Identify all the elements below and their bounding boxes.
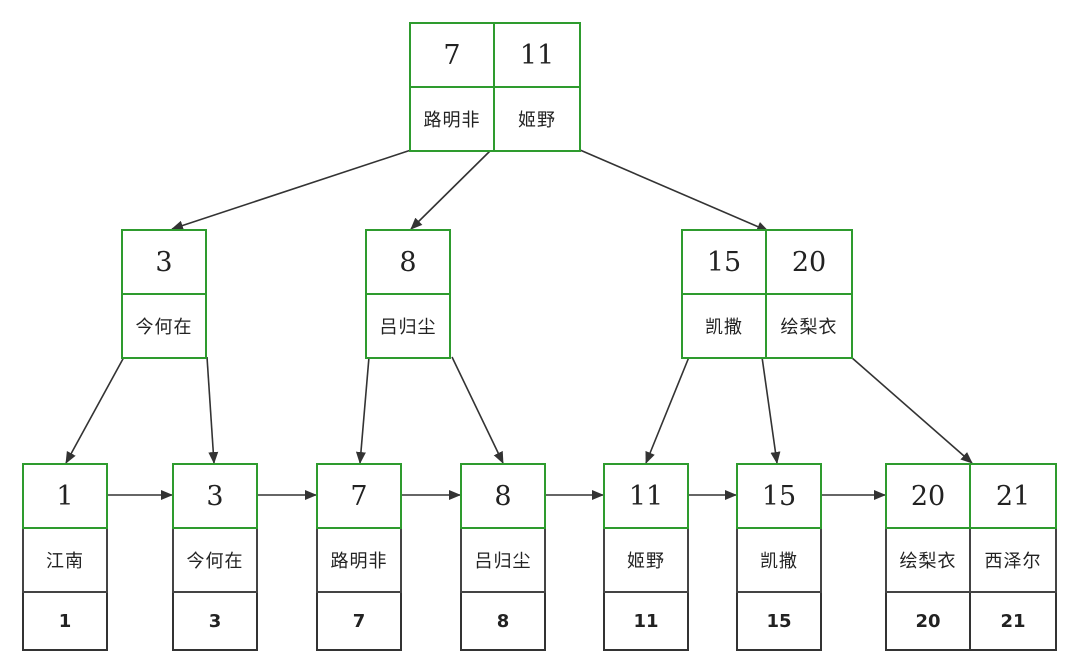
node-name: 绘梨衣 [885,529,971,593]
edge-internal-to-leaf [355,356,370,464]
node-key: 15 [681,229,767,295]
node-name: 西泽尔 [969,529,1057,593]
node-name: 吕归尘 [460,529,546,593]
node-name: 路明非 [409,86,495,152]
node-key: 3 [172,463,258,529]
node-key: 21 [969,463,1057,529]
edge-root-to-internal [171,149,412,231]
node-key: 8 [460,463,546,529]
node-name: 路明非 [316,529,402,593]
row-value: 1 [22,593,108,651]
node-name: 今何在 [172,529,258,593]
node-key: 11 [493,22,581,88]
node-key: 7 [316,463,402,529]
edge-internal-to-leaf [645,356,690,464]
edge-internal-to-leaf [65,356,125,464]
node-name: 姬野 [493,86,581,152]
row-value: 15 [736,593,822,651]
edge-root-to-internal [410,149,492,230]
edge-internal-to-leaf [761,356,781,464]
node-key: 1 [22,463,108,529]
node-key: 20 [885,463,971,529]
node-name: 江南 [22,529,108,593]
node-name: 吕归尘 [365,293,451,359]
row-value: 3 [172,593,258,651]
node-key: 8 [365,229,451,295]
edge-internal-to-leaf [850,356,973,464]
row-value: 20 [885,593,971,651]
row-value: 21 [969,593,1057,651]
node-name: 凯撒 [736,529,822,593]
edge-internal-to-leaf [206,356,219,464]
node-name: 姬野 [603,529,689,593]
node-name: 绘梨衣 [765,293,853,359]
node-name: 今何在 [121,293,207,359]
node-key: 20 [765,229,853,295]
row-value: 7 [316,593,402,651]
edge-internal-to-leaf [451,356,504,464]
node-key: 7 [409,22,495,88]
row-value: 11 [603,593,689,651]
node-name: 凯撒 [681,293,767,359]
node-key: 3 [121,229,207,295]
node-key: 15 [736,463,822,529]
row-value: 8 [460,593,546,651]
node-key: 11 [603,463,689,529]
edge-root-to-internal [579,149,769,232]
